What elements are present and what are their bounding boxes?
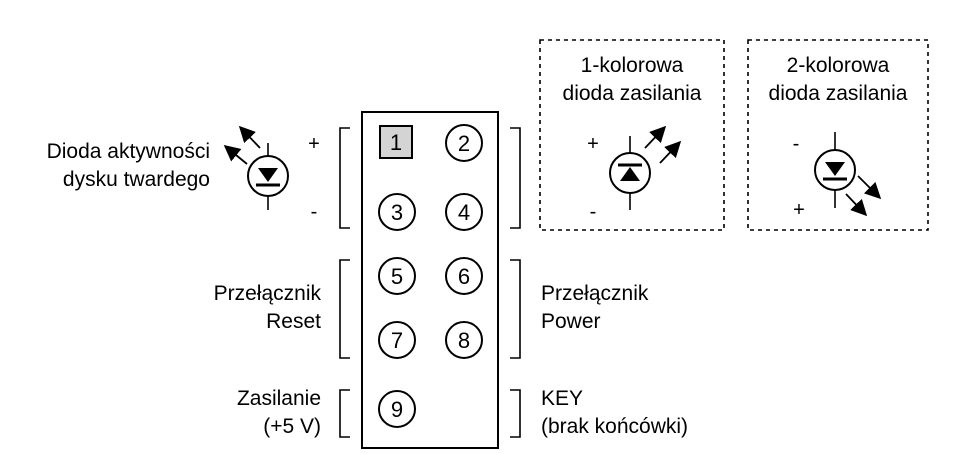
one-color-led-frame	[539, 39, 725, 231]
pin-2: 2	[445, 124, 483, 162]
light-arrow-icon	[644, 125, 667, 149]
reset-label-line1: Przełącznik	[214, 282, 322, 305]
one-color-led-minus: -	[590, 201, 597, 223]
light-arrow-icon	[238, 125, 261, 149]
header-outline	[361, 111, 499, 449]
pin-8-pad	[445, 321, 483, 359]
pin-2-pad	[445, 124, 483, 162]
pin-1-number: 1	[390, 130, 402, 155]
power-switch-label-line1: Przełącznik	[541, 282, 649, 305]
led-diode-icon	[247, 143, 289, 210]
two-color-led-plus: +	[793, 199, 805, 221]
one-color-led-title-line1: 1-kolorowa	[581, 54, 684, 77]
light-arrow-icon	[845, 193, 868, 217]
pin-7-pad	[378, 321, 416, 359]
pin-6-number: 6	[458, 264, 470, 289]
bracket-left-reset	[339, 259, 350, 359]
hdd-led-label-line1: Dioda aktywności	[47, 140, 210, 163]
led-diode-icon	[609, 136, 651, 210]
pin-9: 9	[378, 390, 416, 428]
pin-3-pad	[378, 193, 416, 231]
pin-6: 6	[445, 257, 483, 295]
pin-9-pad	[378, 390, 416, 428]
light-arrow-icon	[659, 140, 682, 164]
pin-3: 3	[378, 193, 416, 231]
bracket-left-hdd	[339, 127, 350, 229]
pin-2-number: 2	[458, 131, 470, 156]
pin-1-square-pad	[379, 125, 413, 159]
power-supply-label-line1: Zasilanie	[237, 387, 321, 410]
pin-7-number: 7	[391, 328, 403, 353]
pin-4: 4	[445, 193, 483, 231]
pin-header: 1 2 3 4 5 6 7 8	[361, 111, 499, 449]
pin-5-pad	[378, 257, 416, 295]
light-arrow-icon	[223, 144, 248, 165]
pin-1: 1	[379, 125, 413, 159]
one-color-led-plus: +	[587, 133, 599, 155]
pin-5: 5	[378, 257, 416, 295]
hdd-led-minus: -	[311, 201, 318, 223]
pin-8: 8	[445, 321, 483, 359]
reset-label-line2: Reset	[266, 310, 321, 333]
key-label-line1: KEY	[541, 387, 583, 410]
pin-6-pad	[445, 257, 483, 295]
two-color-led-title-line1: 2-kolorowa	[787, 54, 890, 77]
two-color-led-title-line2: dioda zasilania	[769, 82, 908, 105]
bracket-right-hdd	[510, 127, 521, 229]
pin-5-number: 5	[391, 264, 403, 289]
hdd-led-group: Dioda aktywności dysku twardego + -	[47, 125, 320, 223]
pin-4-number: 4	[458, 200, 470, 225]
power-supply-label-line2: (+5 V)	[263, 415, 321, 438]
bracket-right-power	[510, 259, 521, 359]
one-color-led-box: 1-kolorowa dioda zasilania + -	[539, 39, 725, 231]
one-color-led-title-line2: dioda zasilania	[563, 82, 702, 105]
power-switch-label-line2: Power	[541, 310, 601, 333]
bracket-right-key	[510, 389, 521, 438]
pin-8-number: 8	[458, 328, 470, 353]
led-diode-icon	[814, 132, 856, 208]
two-color-led-box: 2-kolorowa dioda zasilania - +	[747, 39, 929, 231]
hdd-led-plus: +	[308, 133, 320, 155]
key-label-line2: (brak końcówki)	[541, 415, 688, 438]
two-color-led-frame	[747, 39, 929, 231]
pin-7: 7	[378, 321, 416, 359]
pin-3-number: 3	[391, 200, 403, 225]
light-arrow-icon	[857, 175, 882, 200]
pin-9-number: 9	[391, 397, 403, 422]
bracket-left-power-supply	[339, 389, 350, 438]
two-color-led-minus: -	[793, 133, 800, 155]
hdd-led-label-line2: dysku twardego	[63, 168, 210, 191]
pin-4-pad	[445, 193, 483, 231]
